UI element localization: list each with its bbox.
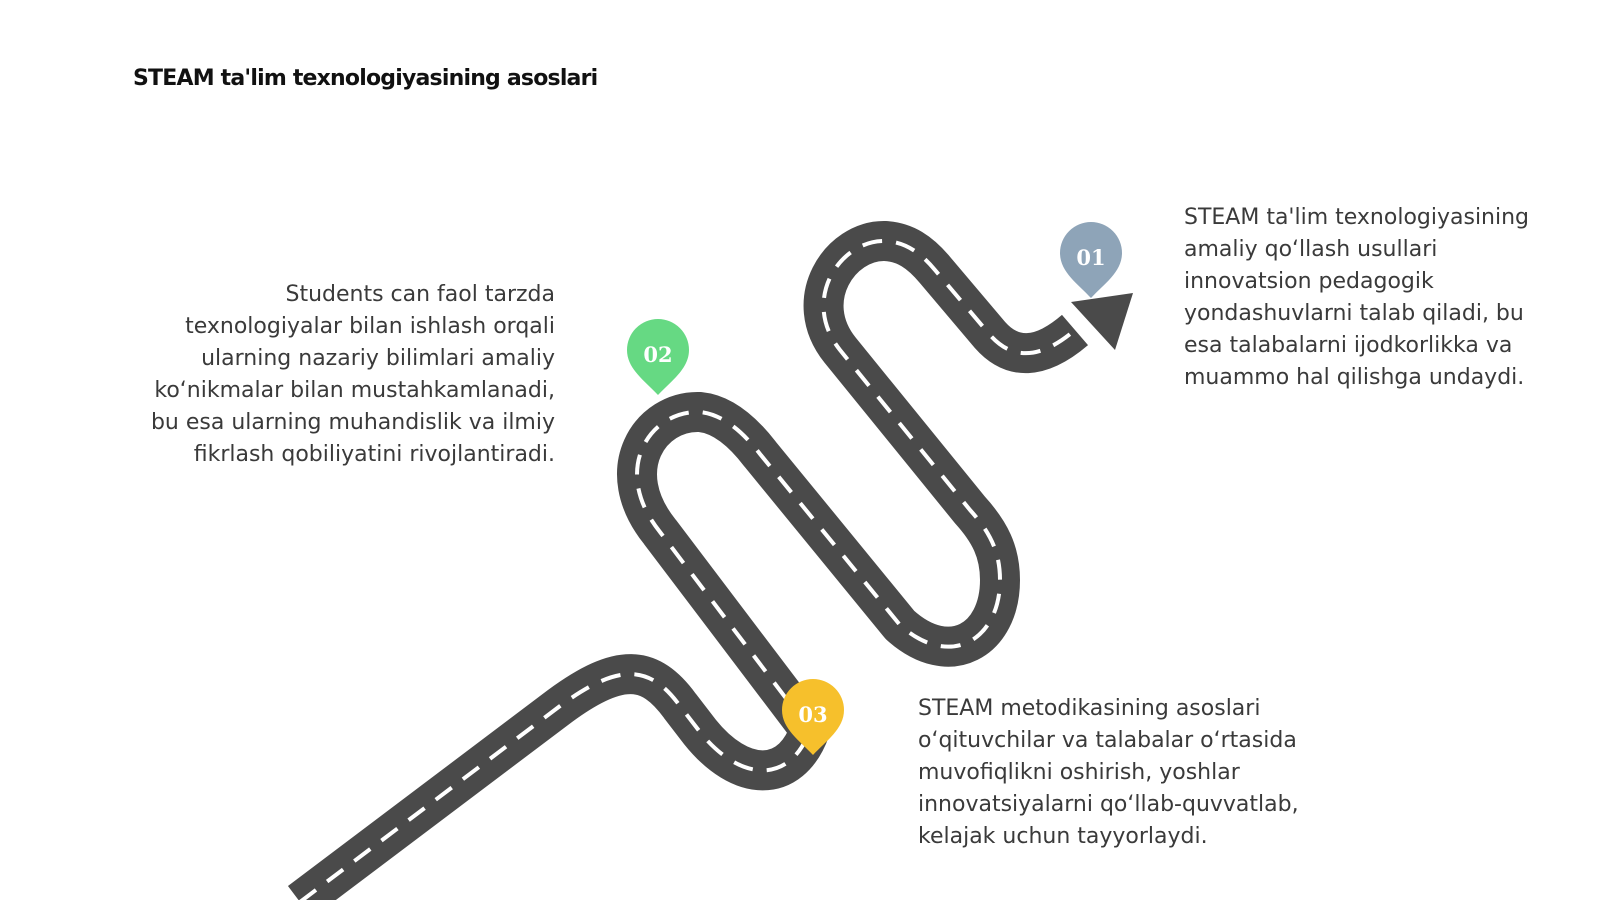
milestone-number-03: 03: [798, 702, 827, 727]
road: [287, 221, 1089, 900]
road-arrow-head: [1071, 293, 1133, 350]
milestone-number-02: 02: [643, 342, 672, 367]
map-pin-icon: [782, 679, 844, 755]
milestone-number-01: 01: [1076, 245, 1105, 270]
milestone-03-text: STEAM metodikasining asoslari o‘qituvchi…: [918, 696, 1299, 849]
milestone-pin-01: 01: [1060, 222, 1122, 298]
milestone-pin-03: 03: [782, 679, 844, 755]
milestone-pin-02: 02: [627, 319, 689, 395]
map-pin-icon: [1060, 222, 1122, 298]
milestone-02-text: Students can faol tarzda texnologiyalar …: [150, 282, 555, 467]
milestone-01-text: STEAM ta'lim texnologiyasining amaliy qo…: [1184, 205, 1530, 390]
page-title: STEAM ta'lim texnologiyasining asoslari: [133, 66, 598, 91]
map-pin-icon: [627, 319, 689, 395]
road-lane-markings: [299, 238, 1077, 900]
